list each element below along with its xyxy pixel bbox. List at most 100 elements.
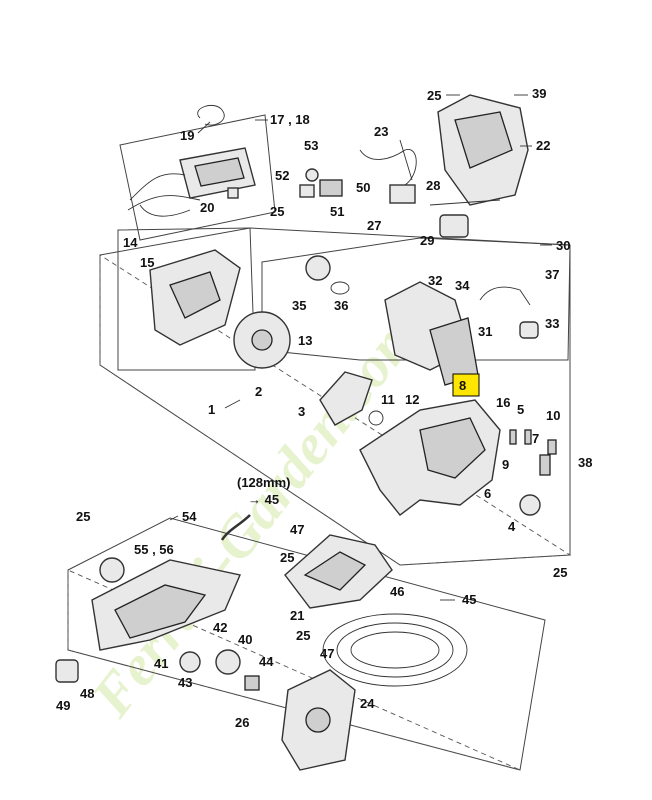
label-52[interactable]: 52	[275, 168, 289, 183]
part-22-inner	[454, 111, 513, 169]
label-5[interactable]: 5	[517, 402, 524, 417]
label-10[interactable]: 10	[546, 408, 560, 423]
label-2[interactable]: 2	[255, 384, 262, 399]
parts-layer	[55, 94, 557, 771]
leader-1	[224, 399, 241, 409]
label-1[interactable]: 1	[208, 402, 215, 417]
label-49[interactable]: 49	[56, 698, 70, 713]
leader-lines	[169, 94, 552, 601]
label-25c[interactable]: 25	[76, 509, 90, 524]
part-7-sleeve	[539, 454, 551, 476]
part-3-gasket	[319, 371, 373, 426]
label-42[interactable]: 42	[213, 620, 227, 635]
label-55-56[interactable]: 55 , 56	[134, 542, 174, 557]
part-11-seal	[368, 410, 384, 426]
label-14[interactable]: 14	[123, 235, 138, 250]
part-19-spring	[197, 105, 225, 126]
part-16-bolt	[509, 429, 517, 445]
label-3[interactable]: 3	[298, 404, 305, 419]
part-20-grid	[194, 157, 245, 187]
label-15[interactable]: 15	[140, 255, 154, 270]
label-54[interactable]: 54	[182, 509, 197, 524]
label-21[interactable]: 21	[290, 608, 304, 623]
part-50-block	[319, 179, 343, 197]
label-48[interactable]: 48	[80, 686, 94, 701]
label-25d[interactable]: 25	[280, 550, 294, 565]
label-32[interactable]: 32	[428, 273, 442, 288]
part-23-wires	[359, 139, 417, 186]
part-labels: 17 , 18 19 20 53 52 25 51 50 23 27 28 29…	[56, 86, 592, 730]
part-27-switch	[389, 184, 416, 204]
label-8[interactable]: 8	[459, 378, 466, 393]
label-33[interactable]: 33	[545, 316, 559, 331]
label-34[interactable]: 34	[455, 278, 470, 293]
label-36[interactable]: 36	[334, 298, 348, 313]
frame-13-14	[117, 227, 256, 371]
part-13-hub	[251, 329, 273, 351]
label-25f[interactable]: 25	[296, 628, 310, 643]
label-13[interactable]: 13	[298, 333, 312, 348]
label-45b[interactable]: 45	[462, 592, 476, 607]
label-43[interactable]: 43	[178, 675, 192, 690]
label-29[interactable]: 29	[420, 233, 434, 248]
label-7[interactable]: 7	[532, 431, 539, 446]
label-24[interactable]: 24	[360, 696, 375, 711]
part-33-filter	[519, 321, 539, 339]
dashed-guide-54	[67, 569, 521, 771]
part-10-pin	[547, 439, 557, 455]
label-25a[interactable]: 25	[427, 88, 441, 103]
part-40-pump	[215, 649, 241, 675]
label-40[interactable]: 40	[238, 632, 252, 647]
label-hose-ref[interactable]: → 45	[248, 492, 279, 507]
part-4-bearing	[519, 494, 541, 516]
label-11[interactable]: 11	[381, 392, 395, 407]
label-51[interactable]: 51	[330, 204, 344, 219]
part-48-buffer	[55, 659, 79, 683]
label-31[interactable]: 31	[478, 324, 492, 339]
part-45-hose-coil-3	[350, 631, 440, 669]
label-16[interactable]: 16	[496, 395, 510, 410]
label-6[interactable]: 6	[484, 486, 491, 501]
part-35-spool	[305, 255, 331, 281]
dashed-guide-1	[99, 254, 572, 566]
label-47a[interactable]: 47	[290, 522, 304, 537]
label-20[interactable]: 20	[200, 200, 214, 215]
leader-19	[197, 121, 211, 134]
part-24-hole	[305, 707, 331, 733]
part-46-grid	[303, 551, 367, 591]
label-37[interactable]: 37	[545, 267, 559, 282]
label-26[interactable]: 26	[235, 715, 249, 730]
label-23[interactable]: 23	[374, 124, 388, 139]
part-54-inner	[114, 584, 207, 639]
part-53-knob	[305, 168, 319, 182]
label-35[interactable]: 35	[292, 298, 306, 313]
label-25b[interactable]: 25	[270, 204, 284, 219]
label-28[interactable]: 28	[426, 178, 440, 193]
label-44[interactable]: 44	[259, 654, 274, 669]
part-45-hose-coil	[322, 613, 468, 687]
label-9[interactable]: 9	[502, 457, 509, 472]
group-frames	[67, 114, 572, 771]
part-45-hose-coil-2	[336, 622, 454, 678]
part-1-inner	[419, 417, 486, 479]
label-46[interactable]: 46	[390, 584, 404, 599]
label-41[interactable]: 41	[154, 656, 168, 671]
label-17-18[interactable]: 17 , 18	[270, 112, 310, 127]
label-50[interactable]: 50	[356, 180, 370, 195]
highlight-box-8	[452, 373, 480, 397]
label-22[interactable]: 22	[536, 138, 550, 153]
label-39[interactable]: 39	[532, 86, 546, 101]
label-30[interactable]: 30	[556, 238, 570, 253]
label-25e[interactable]: 25	[553, 565, 567, 580]
part-29-coil	[439, 214, 469, 238]
label-4[interactable]: 4	[508, 519, 516, 534]
label-53[interactable]: 53	[304, 138, 318, 153]
label-38[interactable]: 38	[578, 455, 592, 470]
part-5-bolt	[524, 429, 532, 445]
label-12[interactable]: 12	[405, 392, 419, 407]
part-45-hose-cut	[220, 514, 251, 541]
label-27[interactable]: 27	[367, 218, 381, 233]
label-47b[interactable]: 47	[320, 646, 334, 661]
label-19[interactable]: 19	[180, 128, 194, 143]
